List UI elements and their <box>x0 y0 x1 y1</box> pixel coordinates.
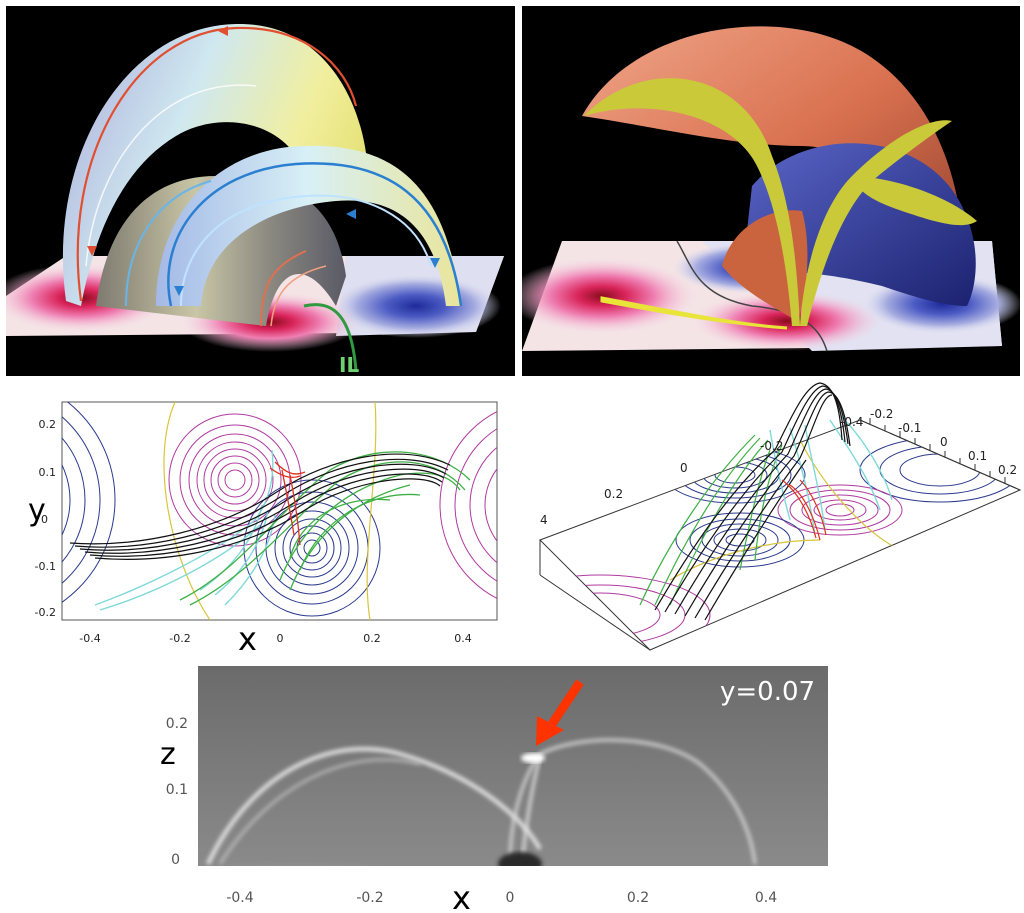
x-tick: 0.2 <box>627 890 649 906</box>
outer-flux-surface <box>62 23 368 306</box>
positive-polarity-center <box>692 291 882 351</box>
tick: 0.2 <box>604 487 623 501</box>
polarity-inversion-line <box>676 240 828 352</box>
fieldlines-black <box>654 382 851 621</box>
back-axis <box>859 419 1021 491</box>
x-tick-labels: -0.4 -0.2 0 0.2 0.4 <box>226 890 777 906</box>
inner-flux-surface <box>156 145 461 306</box>
arrowhead-icon <box>218 26 228 36</box>
plane-edge <box>539 574 651 651</box>
polarity-inversion-contours <box>163 402 377 620</box>
y-tick: -0.1 <box>35 560 56 573</box>
tick: -0.2 <box>870 407 893 421</box>
panel-qsl-cross-section: y=0.07 0.2 0.1 0 -0.4 -0.2 0 0.2 0.4 z x <box>130 664 850 913</box>
x-tick: -0.2 <box>356 890 383 906</box>
z-tick: 0 <box>171 852 180 868</box>
x-tick: 0.2 <box>363 632 381 645</box>
arrowhead-icon <box>346 209 356 219</box>
annotation-arrow-icon <box>536 679 584 746</box>
left-axis-labels: -0.2 0 0.2 4 <box>540 439 783 527</box>
tick: 4 <box>540 513 548 527</box>
fieldline-outer-red <box>76 26 358 302</box>
panel-3d-qsl-svg <box>522 26 1020 352</box>
x-tick: 0 <box>277 632 284 645</box>
tick: -0.1 <box>898 421 921 435</box>
x-tick: 0.4 <box>755 890 777 906</box>
x-tick: 0 <box>506 890 515 906</box>
tick: 0 <box>940 435 948 449</box>
y-tick: 0.2 <box>39 418 57 431</box>
fieldline-inner-blue <box>167 162 463 307</box>
y-tick: 0 <box>41 513 48 526</box>
tick: -0.2 <box>760 439 783 453</box>
hyperbolic-flux-tube <box>584 78 952 326</box>
negative-polarity-right <box>331 274 501 338</box>
negative-contours-left <box>62 402 116 603</box>
tick: 0.2 <box>998 463 1017 477</box>
positive-contours-right <box>439 411 497 599</box>
z-tick: 0.2 <box>166 716 188 732</box>
z-tick: 0.1 <box>166 782 188 798</box>
fieldlines-red <box>781 479 827 541</box>
z-axis-label: z <box>160 737 176 772</box>
panel-3d-fieldlines: IL <box>6 6 515 376</box>
fieldline-low-red-2 <box>270 265 327 327</box>
panel-2d-fieldline-projection: 0.2 0.1 0 -0.1 -0.2 -0.4 -0.2 0 0.2 0.4 … <box>0 380 515 670</box>
fieldline-outer-white <box>85 84 257 267</box>
y-tick: -0.2 <box>35 606 56 619</box>
panel-3d-fieldlines-svg: IL <box>6 23 504 376</box>
inversion-line <box>303 303 358 372</box>
back-axis-labels: -0.4 -0.2 -0.1 0 0.1 0.2 <box>840 407 1017 477</box>
x-tick: -0.2 <box>169 632 190 645</box>
panel-3d-perspective-fieldlines: -0.4 -0.2 -0.1 0 0.1 0.2 -0.2 0 0.2 4 <box>520 380 1024 670</box>
z-tick-labels: 0.2 0.1 0 <box>166 716 188 868</box>
back-axis-ticks <box>869 418 1006 483</box>
x-axis-label: x <box>452 879 471 913</box>
panel-2d-fieldline-svg: 0.2 0.1 0 -0.1 -0.2 -0.4 -0.2 0 0.2 0.4 … <box>28 401 498 658</box>
fieldlines-red <box>269 461 306 546</box>
y-axis-label: y <box>28 493 46 528</box>
x-tick-labels: -0.4 -0.2 0 0.2 0.4 <box>79 632 471 645</box>
panel-3d-perspective-svg: -0.4 -0.2 -0.1 0 0.1 0.2 -0.2 0 0.2 4 <box>539 382 1022 651</box>
fieldlines-cyan <box>769 414 893 536</box>
inversion-line-label: IL <box>339 353 359 376</box>
tick: 0.1 <box>968 449 987 463</box>
tick: 0 <box>680 461 688 475</box>
x-tick: -0.4 <box>226 890 253 906</box>
hyperbolic-flux-tube-wing <box>852 176 977 226</box>
fieldline-left-blue <box>125 180 212 307</box>
tick: -0.4 <box>840 415 863 429</box>
qsl-footprint <box>600 296 788 330</box>
fieldlines-green <box>639 434 783 606</box>
panel-3d-qsl-surfaces <box>522 6 1020 376</box>
slice-annotation: y=0.07 <box>720 677 815 707</box>
cross-section-features <box>198 738 757 866</box>
fieldline-inner-light <box>180 194 432 307</box>
x-tick: -0.4 <box>79 632 100 645</box>
fieldline-low-red-1 <box>260 250 307 327</box>
arrowhead-icon <box>174 286 184 296</box>
contour-layer <box>62 402 497 620</box>
x-tick: 0.4 <box>454 632 472 645</box>
y-tick-labels: 0.2 0.1 0 -0.1 -0.2 <box>35 418 56 619</box>
positive-polarity-left <box>522 258 697 334</box>
x-axis-label: x <box>238 620 257 658</box>
y-tick: 0.1 <box>39 466 57 479</box>
arrowhead-icon <box>430 258 440 268</box>
panel-qsl-cross-section-svg: y=0.07 0.2 0.1 0 -0.4 -0.2 0 0.2 0.4 z x <box>160 666 828 913</box>
arrowhead-icon <box>87 246 97 256</box>
